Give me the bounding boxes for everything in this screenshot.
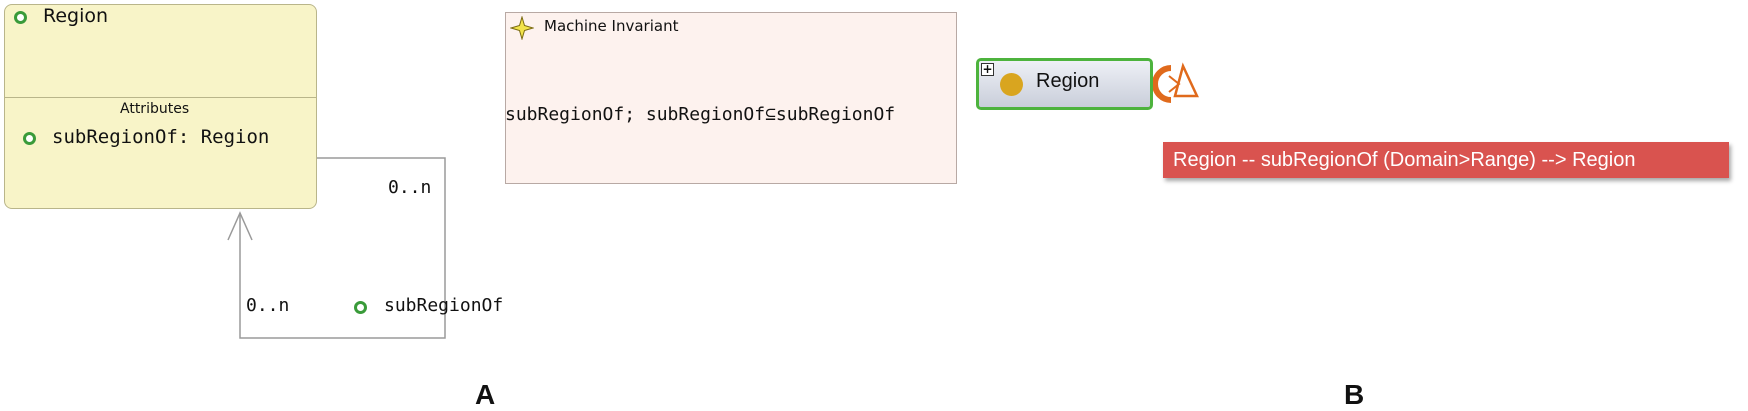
association-arrowhead <box>227 211 253 241</box>
class-dot-icon <box>1000 73 1023 96</box>
invariant-title: Machine Invariant <box>544 17 679 35</box>
node-label: Region <box>1036 70 1100 92</box>
multiplicity-target: 0..n <box>246 295 290 316</box>
attribute-text: subRegionOf: Region <box>52 126 270 148</box>
panel-label-a: A <box>475 379 496 410</box>
multiplicity-source: 0..n <box>388 177 432 198</box>
compartment-divider <box>4 97 317 98</box>
self-association-line <box>239 157 446 339</box>
attribute-icon <box>23 132 36 145</box>
uml-class-box[interactable] <box>4 4 317 209</box>
invariant-expression: subRegionOf; subRegionOf⊆subRegionOf <box>505 104 896 125</box>
expand-icon[interactable]: + <box>981 62 994 76</box>
relation-tooltip: Region -- subRegionOf (Domain>Range) -->… <box>1163 142 1729 178</box>
panel-label-b: B <box>1344 379 1365 410</box>
self-loop-property-icon[interactable] <box>1153 62 1205 106</box>
role-name: subRegionOf <box>384 295 504 316</box>
attributes-header: Attributes <box>120 101 190 117</box>
role-icon <box>354 301 367 314</box>
class-icon <box>14 11 27 24</box>
machine-invariant-box[interactable] <box>505 12 957 184</box>
star-icon <box>510 16 534 40</box>
class-name: Region <box>43 5 109 27</box>
